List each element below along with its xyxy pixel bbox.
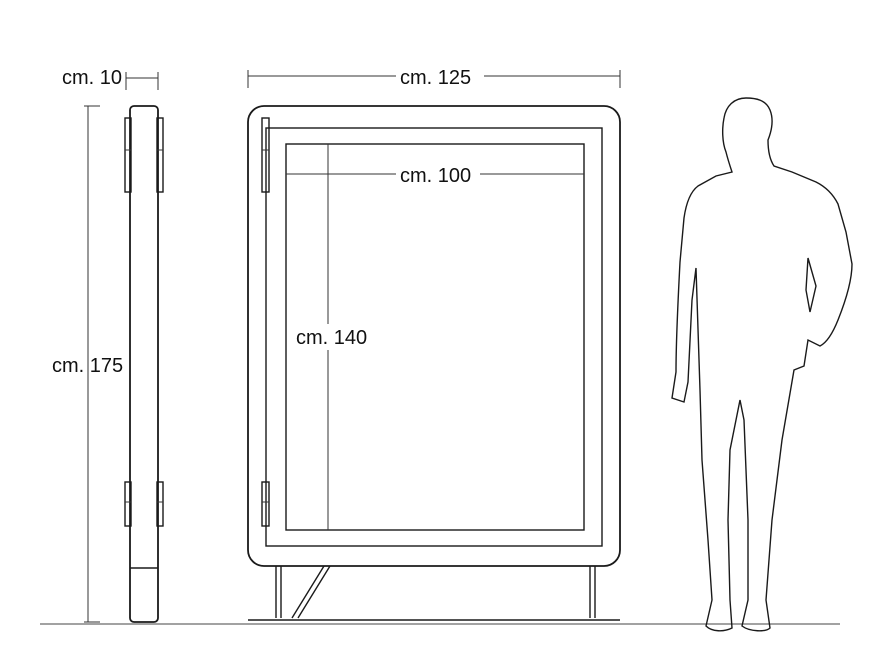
front-view	[247, 105, 621, 621]
inner-width-dimension: cm. 100	[286, 160, 584, 187]
height-dimension: cm. 175	[52, 105, 123, 623]
inner-height-dimension: cm. 140	[294, 144, 378, 530]
outer-frame	[247, 105, 621, 567]
poster-area	[285, 143, 585, 531]
side-hinge-bottom-right	[156, 481, 164, 527]
stand-brace-a	[291, 565, 325, 619]
height-label: cm. 175	[52, 355, 123, 377]
side-hinge-top-right	[156, 117, 164, 193]
frame-inner-edge	[265, 127, 603, 547]
width-dimension: cm. 125	[247, 60, 621, 89]
side-panel	[129, 105, 159, 623]
inner-height-label: cm. 140	[296, 327, 367, 349]
depth-label: cm. 10	[62, 67, 122, 89]
front-hinge-top	[261, 117, 270, 193]
depth-dimension: cm. 10	[62, 67, 159, 90]
inner-width-label: cm. 100	[400, 165, 471, 187]
human-silhouette	[671, 97, 853, 632]
side-hinge-top-left	[124, 117, 132, 193]
width-label: cm. 125	[400, 67, 471, 89]
front-hinge-bottom	[261, 481, 270, 527]
side-view	[124, 105, 164, 623]
side-hinge-bottom-left	[124, 481, 132, 527]
stand-brace-b	[297, 565, 331, 619]
